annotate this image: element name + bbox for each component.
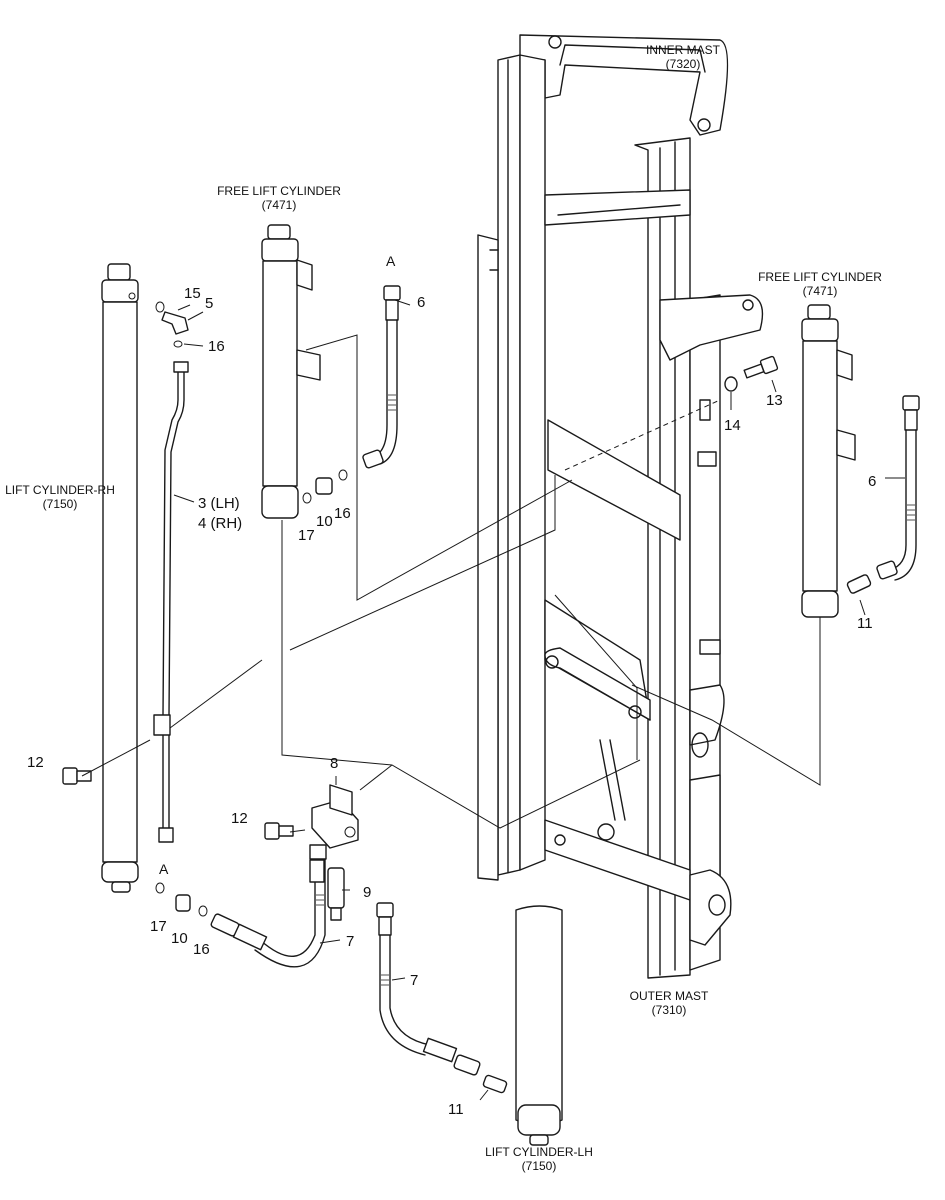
callout-10-bottom: 10 xyxy=(171,930,188,947)
ref-a-bottom: A xyxy=(159,861,169,877)
lift-cylinder-lh xyxy=(515,905,563,1146)
fittings xyxy=(62,301,872,1094)
callout-4: 4 (RH) xyxy=(198,515,242,532)
callout-9: 9 xyxy=(363,884,371,901)
inner-mast-code: (7320) xyxy=(666,57,701,71)
callout-5: 5 xyxy=(205,295,213,312)
inner-mast-label: INNER MAST xyxy=(646,43,721,57)
callout-15: 15 xyxy=(184,285,201,302)
callout-6-center: 6 xyxy=(417,294,425,311)
callout-16-bottom: 16 xyxy=(193,941,210,958)
callout-6-right: 6 xyxy=(868,473,876,490)
callout-13: 13 xyxy=(766,392,783,409)
component-labels: INNER MAST (7320) FREE LIFT CYLINDER (74… xyxy=(5,43,882,1173)
callout-12-left: 12 xyxy=(27,754,44,771)
callout-17-top: 17 xyxy=(298,527,315,544)
ref-a-top: A xyxy=(386,253,396,269)
callout-12-mid: 12 xyxy=(231,810,248,827)
free-lift-cylinder-right xyxy=(801,304,856,618)
callout-7-left: 7 xyxy=(346,933,354,950)
part-callouts: 3 (LH) 4 (RH) 5 15 16 A 6 10 16 17 13 14… xyxy=(27,253,876,1118)
callout-17-bottom: 17 xyxy=(150,918,167,935)
lift-cylinder-lh-label: LIFT CYLINDER-LH xyxy=(485,1145,593,1159)
pipes-and-hoses xyxy=(153,285,920,1076)
free-lift-cylinder-left xyxy=(261,224,321,519)
callout-11-bottom: 11 xyxy=(448,1101,464,1118)
free-lift-left-code: (7471) xyxy=(262,198,297,212)
outer-mast-code: (7310) xyxy=(652,1003,687,1017)
callout-7-right: 7 xyxy=(410,972,418,989)
lift-cylinder-rh xyxy=(101,263,139,893)
callout-11-right: 11 xyxy=(857,615,873,632)
callout-14: 14 xyxy=(724,417,741,434)
free-lift-right-code: (7471) xyxy=(803,284,838,298)
lift-cylinder-rh-code: (7150) xyxy=(43,497,78,511)
outer-mast-label: OUTER MAST xyxy=(630,989,709,1003)
assembly-lines xyxy=(81,299,905,1101)
callout-8: 8 xyxy=(330,755,338,772)
lift-cylinder-rh-label: LIFT CYLINDER-RH xyxy=(5,483,115,497)
callout-16-mid: 16 xyxy=(334,505,351,522)
callout-10-top: 10 xyxy=(316,513,333,530)
free-lift-left-label: FREE LIFT CYLINDER xyxy=(217,184,341,198)
lift-cylinder-lh-code: (7150) xyxy=(522,1159,557,1173)
callout-16-top: 16 xyxy=(208,338,225,355)
free-lift-right-label: FREE LIFT CYLINDER xyxy=(758,270,882,284)
mast-assembly xyxy=(477,34,764,979)
callout-3: 3 (LH) xyxy=(198,495,240,512)
